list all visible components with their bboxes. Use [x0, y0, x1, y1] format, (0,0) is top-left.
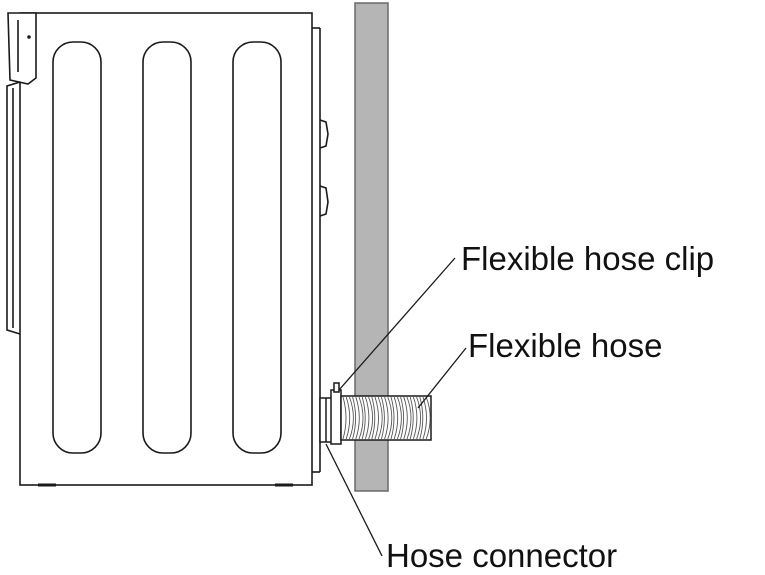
hose-corrugation	[396, 396, 402, 440]
hose-corrugation	[425, 396, 431, 440]
label-hose-connector: Hose connector	[386, 537, 617, 574]
hose-connector	[319, 397, 333, 443]
hose-corrugation	[352, 396, 357, 440]
dryer-cabinet	[19, 12, 313, 486]
hose-corrugation	[393, 396, 399, 440]
hose-corrugation	[368, 396, 374, 440]
hose-corrugation	[390, 396, 395, 440]
hose-corrugation	[377, 396, 383, 440]
hose-corrugation	[358, 396, 364, 440]
hose-corrugation	[409, 396, 414, 440]
hose-corrugation	[371, 396, 376, 440]
hose-corrugation	[419, 396, 424, 440]
hose-corrugation	[342, 396, 347, 440]
leader-connector	[325, 443, 383, 557]
door-edge	[6, 81, 21, 335]
hose-corrugation	[355, 396, 360, 440]
control-panel	[7, 12, 37, 85]
hose-corrugation	[400, 396, 405, 440]
leader-hose	[417, 347, 467, 409]
hose-clip	[330, 382, 342, 445]
indicator-dot	[27, 35, 31, 39]
dryer	[6, 12, 329, 487]
hose-corrugation	[361, 396, 366, 440]
flexible-hose	[340, 395, 432, 441]
hose-corrugation	[364, 396, 370, 440]
leader-lines	[325, 257, 467, 557]
side-panel-3	[232, 41, 282, 454]
hose-corrugation	[348, 396, 354, 440]
hose-corrugation	[374, 396, 379, 440]
hose-corrugation	[403, 396, 408, 440]
side-panel-2	[142, 41, 192, 454]
hose-corrugation	[387, 396, 393, 440]
hose-corrugation	[384, 396, 389, 440]
hose-corrugation	[416, 396, 422, 440]
rear-knob-top	[319, 119, 329, 149]
side-panel-1	[52, 41, 102, 454]
label-flexible-hose-clip: Flexible hose clip	[461, 240, 714, 277]
rear-knob-bottom	[319, 185, 329, 217]
hose-corrugation	[412, 396, 418, 440]
hose-corrugation	[380, 396, 385, 440]
hose-corrugation	[406, 396, 412, 440]
leader-clip	[338, 257, 456, 391]
hose-corrugation	[345, 396, 351, 440]
label-flexible-hose: Flexible hose	[468, 327, 662, 364]
